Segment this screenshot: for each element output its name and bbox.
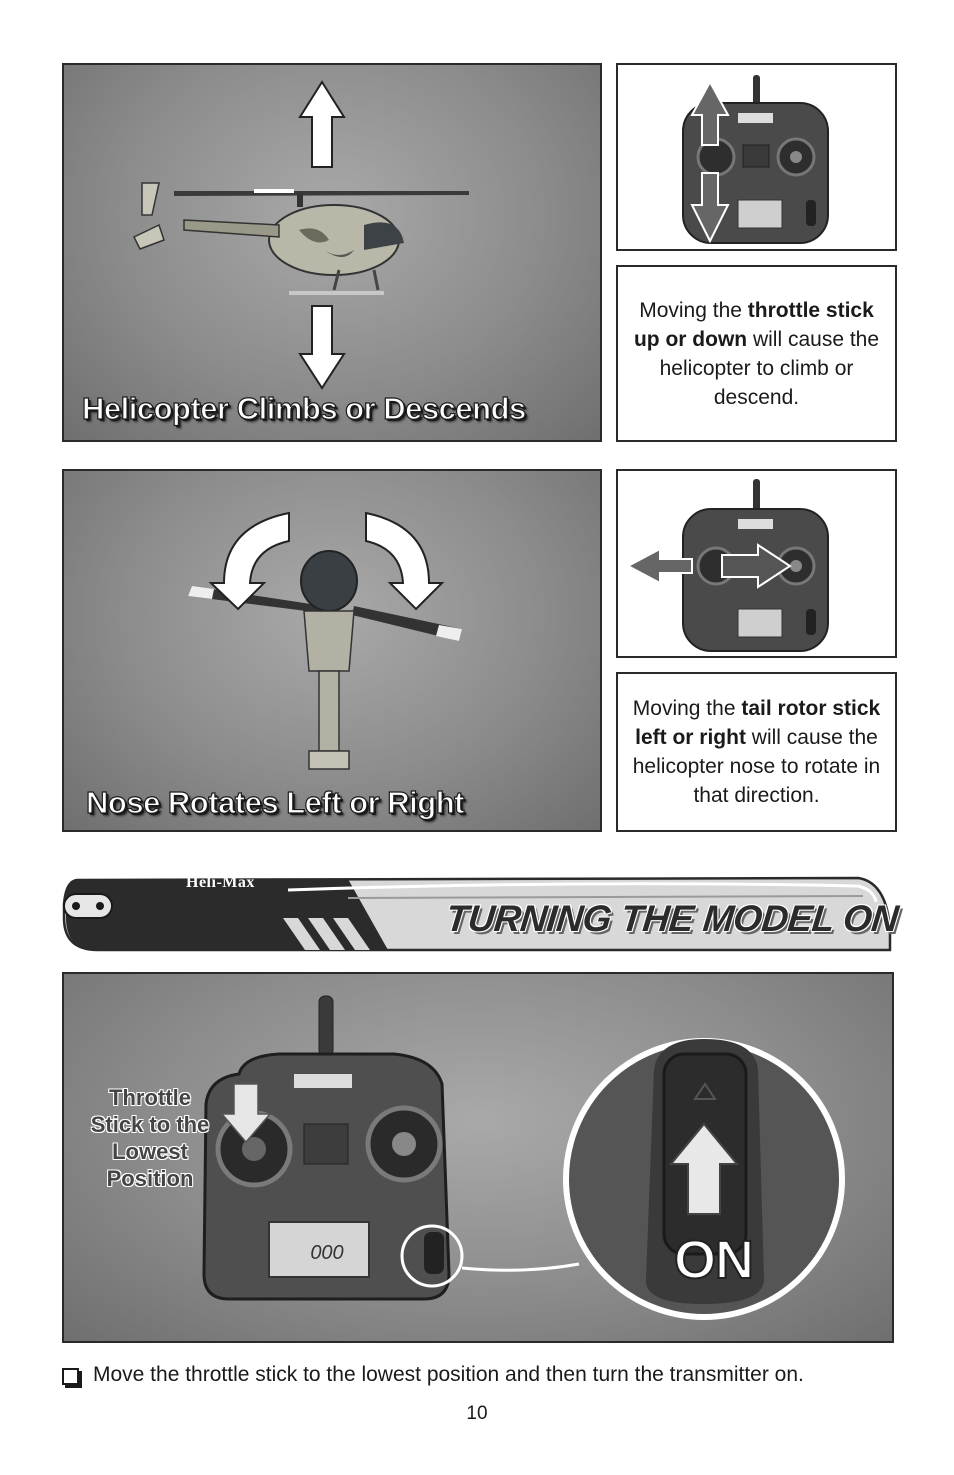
photo-caption-climb: Helicopter Climbs or Descends [81, 390, 526, 426]
throttle-lowest-label: Throttle Stick to the Lowest Position [90, 1085, 210, 1191]
throttle-description: Moving the throttle stick up or down wil… [616, 265, 897, 442]
section-banner: Heli-Max TURNING THE MODEL ON [58, 868, 900, 958]
photo-transmitter-on: 000 Throttle Stick to the Lowest Positio… [62, 972, 894, 1343]
tail-rotor-description-bold: tail rotor stick left or right [635, 697, 881, 749]
photo-nose-rotate: Nose Rotates Left or Right [62, 469, 602, 832]
brand-logo: Heli-Max [186, 874, 255, 891]
throttle-description-bold: throttle stick up or down [633, 298, 874, 351]
throttle-description-text: Moving the throttle stick up or down wil… [633, 298, 880, 409]
transmitter-tail-rotor-image [616, 469, 897, 658]
tail-rotor-description-text: Moving the tail rotor stick left or righ… [632, 697, 881, 807]
on-label: ON [673, 1229, 755, 1291]
photo-caption-rotate: Nose Rotates Left or Right [85, 784, 465, 820]
screen-digits: 000 [310, 1242, 343, 1264]
checkbox-icon[interactable] [62, 1367, 79, 1385]
section-title: TURNING THE MODEL ON [443, 898, 901, 939]
tail-rotor-description: Moving the tail rotor stick left or righ… [616, 672, 897, 832]
checklist-text: Move the throttle stick to the lowest po… [93, 1363, 804, 1386]
page-number: 10 [466, 1403, 488, 1424]
transmitter-throttle-image [616, 63, 897, 251]
photo-climb-descend: Helicopter Climbs or Descends [62, 63, 602, 442]
checklist-item: Move the throttle stick to the lowest po… [62, 1363, 932, 1387]
